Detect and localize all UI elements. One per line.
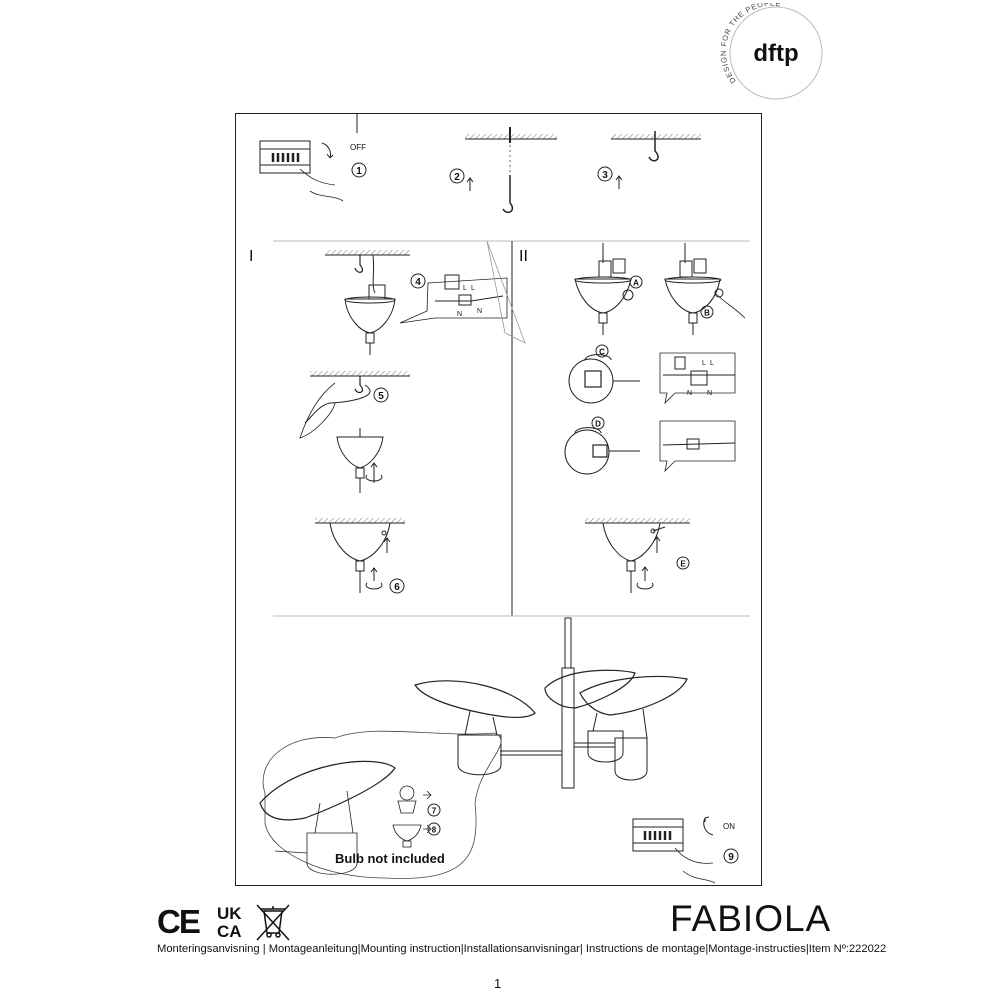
step-e-marker: E: [676, 556, 690, 570]
svg-text:N: N: [477, 308, 482, 315]
svg-text:E: E: [680, 560, 686, 569]
wiring-detail-callout-c: L L N N: [659, 352, 736, 405]
step-a-marker: A: [629, 275, 643, 289]
svg-text:A: A: [633, 279, 639, 288]
section-2-label: II: [519, 248, 528, 265]
svg-text:5: 5: [378, 391, 384, 402]
svg-text:CA: CA: [217, 922, 242, 941]
instruction-diagram: OFF 1 2 3 I II: [235, 113, 762, 886]
connector-detail-c: [568, 354, 640, 404]
brand-logo: DESIGN FOR THE PEOPLE dftp: [719, 3, 823, 100]
svg-text:3: 3: [602, 170, 608, 181]
step-4-marker: 4: [410, 273, 426, 289]
bulb-callout: [259, 730, 502, 879]
svg-text:N: N: [457, 311, 462, 318]
product-name: FABIOLA: [670, 898, 832, 939]
wiring-detail-callout: L L N N: [399, 274, 508, 324]
svg-text:L: L: [710, 360, 714, 367]
svg-text:9: 9: [728, 852, 734, 863]
svg-text:8: 8: [432, 826, 437, 835]
step-b-marker: B: [700, 305, 714, 319]
fixture-assembled: [414, 617, 688, 789]
section-1-label: I: [249, 248, 253, 265]
canopy-wiring-section-2b: [664, 243, 746, 335]
svg-text:UK: UK: [217, 904, 242, 923]
svg-text:N: N: [707, 390, 712, 397]
canopy-hang: [299, 371, 410, 493]
step-2-marker: 2: [449, 168, 474, 191]
step-5-marker: 5: [373, 387, 389, 403]
weee-bin-icon: [256, 904, 290, 941]
canopy-mounted-section-2: [585, 518, 690, 593]
svg-text:1: 1: [356, 166, 362, 177]
brand-logo-text: dftp: [753, 40, 798, 67]
ceiling-hook-drill: [465, 127, 557, 214]
step-1-marker: 1: [351, 162, 367, 178]
wiring-detail-callout-d: [659, 420, 736, 473]
svg-text:2: 2: [454, 172, 460, 183]
svg-text:L: L: [471, 285, 475, 292]
svg-text:7: 7: [432, 807, 437, 816]
svg-text:N: N: [687, 390, 692, 397]
page-number: 1: [494, 976, 502, 991]
footer-instruction-line: Monteringsanvisning | Montageanleitung|M…: [157, 943, 887, 955]
on-label: ON: [723, 822, 735, 831]
canopy-mounted-section-1: [315, 518, 405, 593]
breaker-box-on: [632, 816, 716, 884]
step-7-marker: 7: [427, 803, 441, 817]
step-9-marker: 9: [723, 848, 739, 864]
off-label: OFF: [350, 143, 366, 152]
step-6-marker: 6: [389, 578, 405, 594]
svg-text:C: C: [599, 348, 605, 357]
step-d-marker: D: [591, 416, 605, 430]
svg-text:L: L: [463, 285, 467, 292]
ceiling-hook-installed: [611, 131, 701, 162]
certification-marks: CE UK CA: [157, 903, 290, 941]
svg-text:D: D: [595, 420, 601, 429]
step-8-marker: 8: [427, 822, 441, 836]
connector-detail-d: [564, 427, 640, 475]
step-3-marker: 3: [597, 166, 623, 189]
breaker-box-off: [259, 113, 358, 202]
svg-text:6: 6: [394, 582, 400, 593]
canopy-wiring-section-1: [325, 250, 410, 355]
svg-text:L: L: [702, 360, 706, 367]
ce-mark: CE: [157, 903, 200, 940]
svg-text:B: B: [704, 309, 710, 318]
bulb-not-included-note: Bulb not included: [335, 851, 445, 866]
canopy-wiring-section-2a: [574, 243, 634, 335]
step-c-marker: C: [595, 344, 609, 358]
ukca-mark: UK CA: [217, 904, 242, 941]
svg-text:4: 4: [415, 277, 421, 288]
